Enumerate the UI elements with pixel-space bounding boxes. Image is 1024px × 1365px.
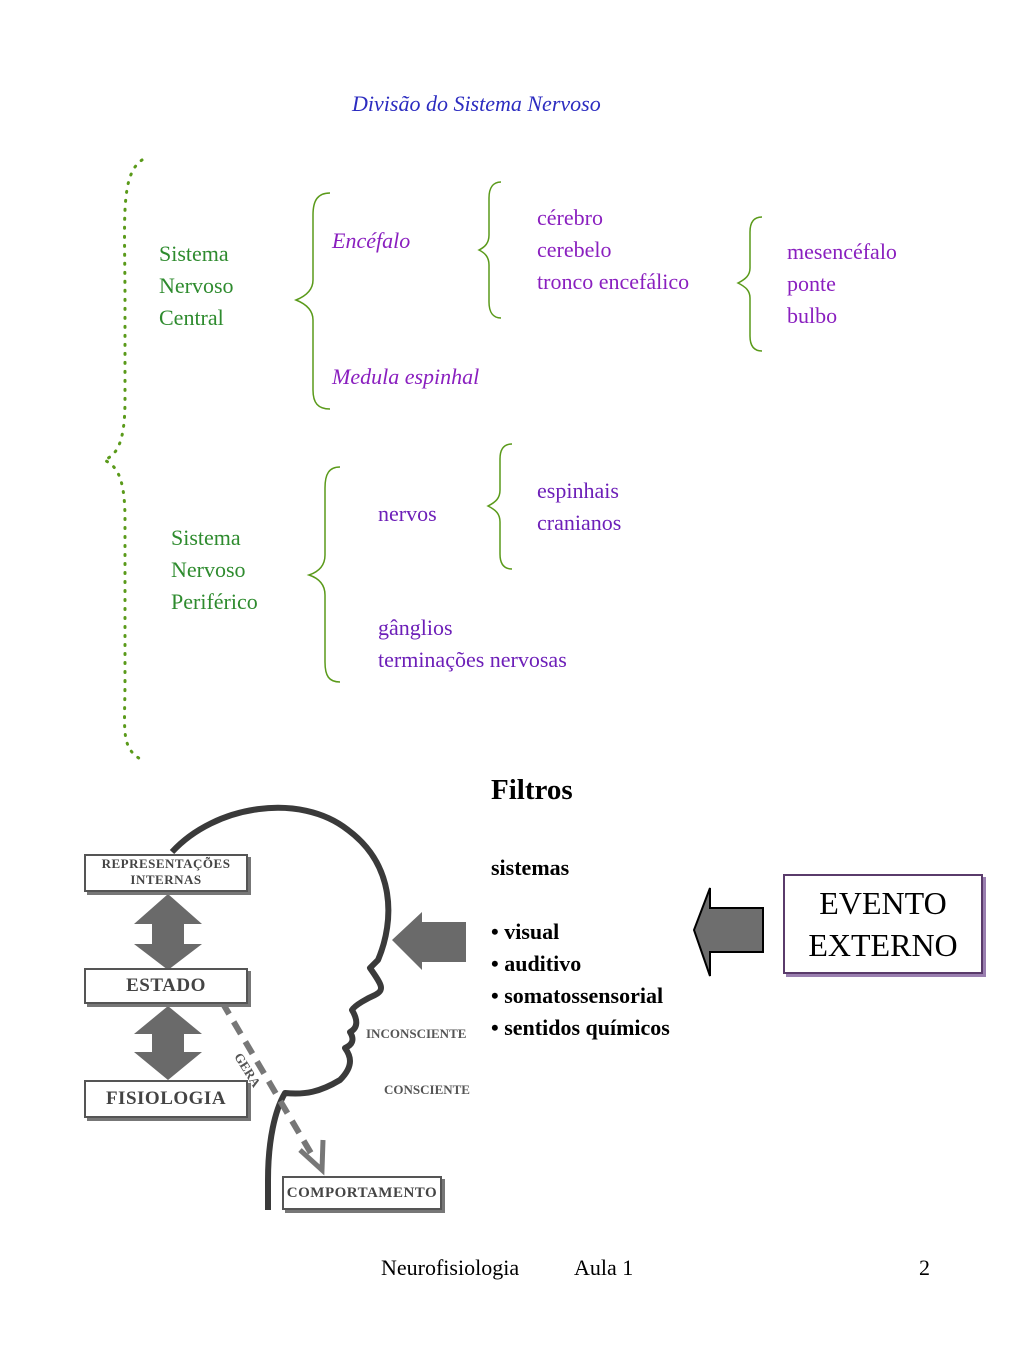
snp-label-line: Sistema [171,525,241,550]
nervos-label: nervos [378,501,437,526]
part-item: mesencéfalo [787,239,897,264]
encefalo-brace [477,181,502,319]
footer-lesson: Aula 1 [574,1255,634,1280]
gera-arrowhead [298,1139,326,1176]
filter-arrow-left [392,912,466,970]
encefalo-parts: cérebro cerebelo tronco encefálico [537,202,689,298]
list-item: • visual [491,919,560,944]
part-item: cerebelo [537,237,612,262]
tronco-brace [736,216,763,352]
fig-label-line: REPRESENTAÇÕES [101,856,231,871]
nervos-parts: espinhais cranianos [537,475,621,539]
snc-label-line: Sistema [159,241,229,266]
part-item: bulbo [787,303,838,328]
part-item: cranianos [537,510,622,535]
representacoes-box: REPRESENTAÇÕES INTERNAS [84,854,248,892]
snp-label-line: Nervoso [171,557,246,582]
comportamento-box: COMPORTAMENTO [282,1176,442,1210]
double-arrow-bottom [134,1006,202,1080]
event-arrow [692,887,764,977]
part-item: ponte [787,271,836,296]
dotted-outer-brace [99,158,144,762]
estado-box: ESTADO [84,968,248,1004]
snc-label-line: Nervoso [159,273,234,298]
snp-label: Sistema Nervoso Periférico [171,522,258,618]
list-item: • somatossensorial [491,983,664,1008]
encefalo-label: Encéfalo [332,228,411,253]
page-title: Divisão do Sistema Nervoso [352,91,601,116]
part-item: terminações nervosas [378,647,567,672]
snc-label-line: Central [159,305,224,330]
filtros-list: • visual • auditivo • somatossensorial •… [491,916,670,1044]
snc-brace [293,192,331,410]
nervos-brace [486,443,513,570]
list-item: • sentidos químicos [491,1015,670,1040]
list-item: • auditivo [491,951,582,976]
tronco-parts: mesencéfalo ponte bulbo [787,236,897,332]
gera-arrow [219,1000,318,1162]
evento-line: EVENTO [819,885,947,921]
part-item: espinhais [537,478,619,503]
snc-label: Sistema Nervoso Central [159,238,234,334]
double-arrow-top [134,894,202,970]
snp-other: gânglios terminações nervosas [378,612,567,676]
part-item: gânglios [378,615,453,640]
filtros-heading: Filtros [491,774,573,806]
evento-line: EXTERNO [808,927,958,963]
evento-externo-box: EVENTO EXTERNO [783,874,983,974]
fisiologia-box: FISIOLOGIA [84,1080,248,1118]
part-item: tronco encefálico [537,269,690,294]
page-number: 2 [919,1255,930,1280]
footer-course: Neurofisiologia [381,1255,520,1280]
snp-brace [306,466,341,683]
filtros-subheading: sistemas [491,855,570,880]
inconsciente-label: INCONSCIENTE [366,1026,467,1041]
consciente-label: CONSCIENTE [384,1082,470,1097]
fig-label-line: INTERNAS [130,872,202,887]
medula-label: Medula espinhal [332,364,480,389]
head-outline [169,804,392,1210]
snp-label-line: Periférico [171,589,258,614]
part-item: cérebro [537,205,603,230]
